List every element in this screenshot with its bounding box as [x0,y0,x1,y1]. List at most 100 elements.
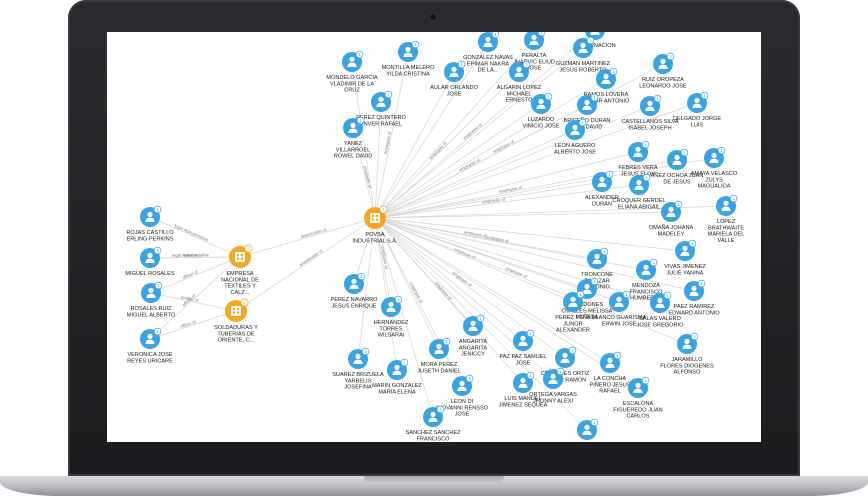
node-label-line: JOSE [447,91,462,97]
person-icon [601,73,611,84]
person-icon [353,353,363,364]
node-badge-count: 1 [666,293,669,298]
person-icon [582,99,592,110]
person-node[interactable]: 1FARFAN ZAMBRANO [559,418,615,442]
person-icon [582,424,592,435]
node-badge [537,32,546,37]
node-badge-count: 1 [364,349,367,354]
person-icon [529,34,539,45]
graph-edge [374,217,695,292]
node-label-line: AULAR ORLANDO [430,85,479,91]
node-label-line: JOSE [455,412,470,418]
node-badge [356,116,365,125]
graph-edge [150,292,237,312]
graph-edge [374,211,672,219]
person-icon [468,320,478,331]
person-icon [634,179,644,190]
node-badge-count: 1 [156,248,159,253]
node-label-line: EPIMAR NAKRA [467,61,510,67]
node-badge-count: 1 [581,120,584,125]
node-label-line: CASTELLANOS SILVA [621,119,679,125]
node-label-line: EDGAR ANTONIO [583,98,630,104]
node-label-line: ENCARNACION [574,43,615,49]
person-icon [536,98,546,109]
node-label-line: MADELEY [658,231,685,237]
node-badge [394,295,403,304]
node-label-line: PIÑERO JESUS [589,381,630,388]
node-badge [361,347,370,356]
node-label-line: PEREZ PEÑA [555,314,591,321]
person-icon [605,357,615,368]
graph-edge [149,256,241,259]
node-label-line: YARBELIS [345,378,372,384]
node-label-line: JESUS ELOY [621,171,656,177]
node-label-line: EDGAR RAMON [544,377,586,383]
node-badge-count: 1 [445,339,448,344]
edge-label: legal representative [174,223,210,243]
webcam [430,14,436,20]
node-badge [154,281,163,290]
person-icon [597,176,607,187]
node-badge [641,376,650,385]
node-badge-count: 1 [732,196,735,201]
node-label-line: TEXTILES Y [224,284,256,290]
node-label-line: JARAMILLO [671,357,703,363]
node-label-line: SALAS VALERO [639,316,682,322]
node-badge-count: 1 [720,148,723,153]
node-badge [400,358,409,367]
graph-edge [374,102,698,219]
